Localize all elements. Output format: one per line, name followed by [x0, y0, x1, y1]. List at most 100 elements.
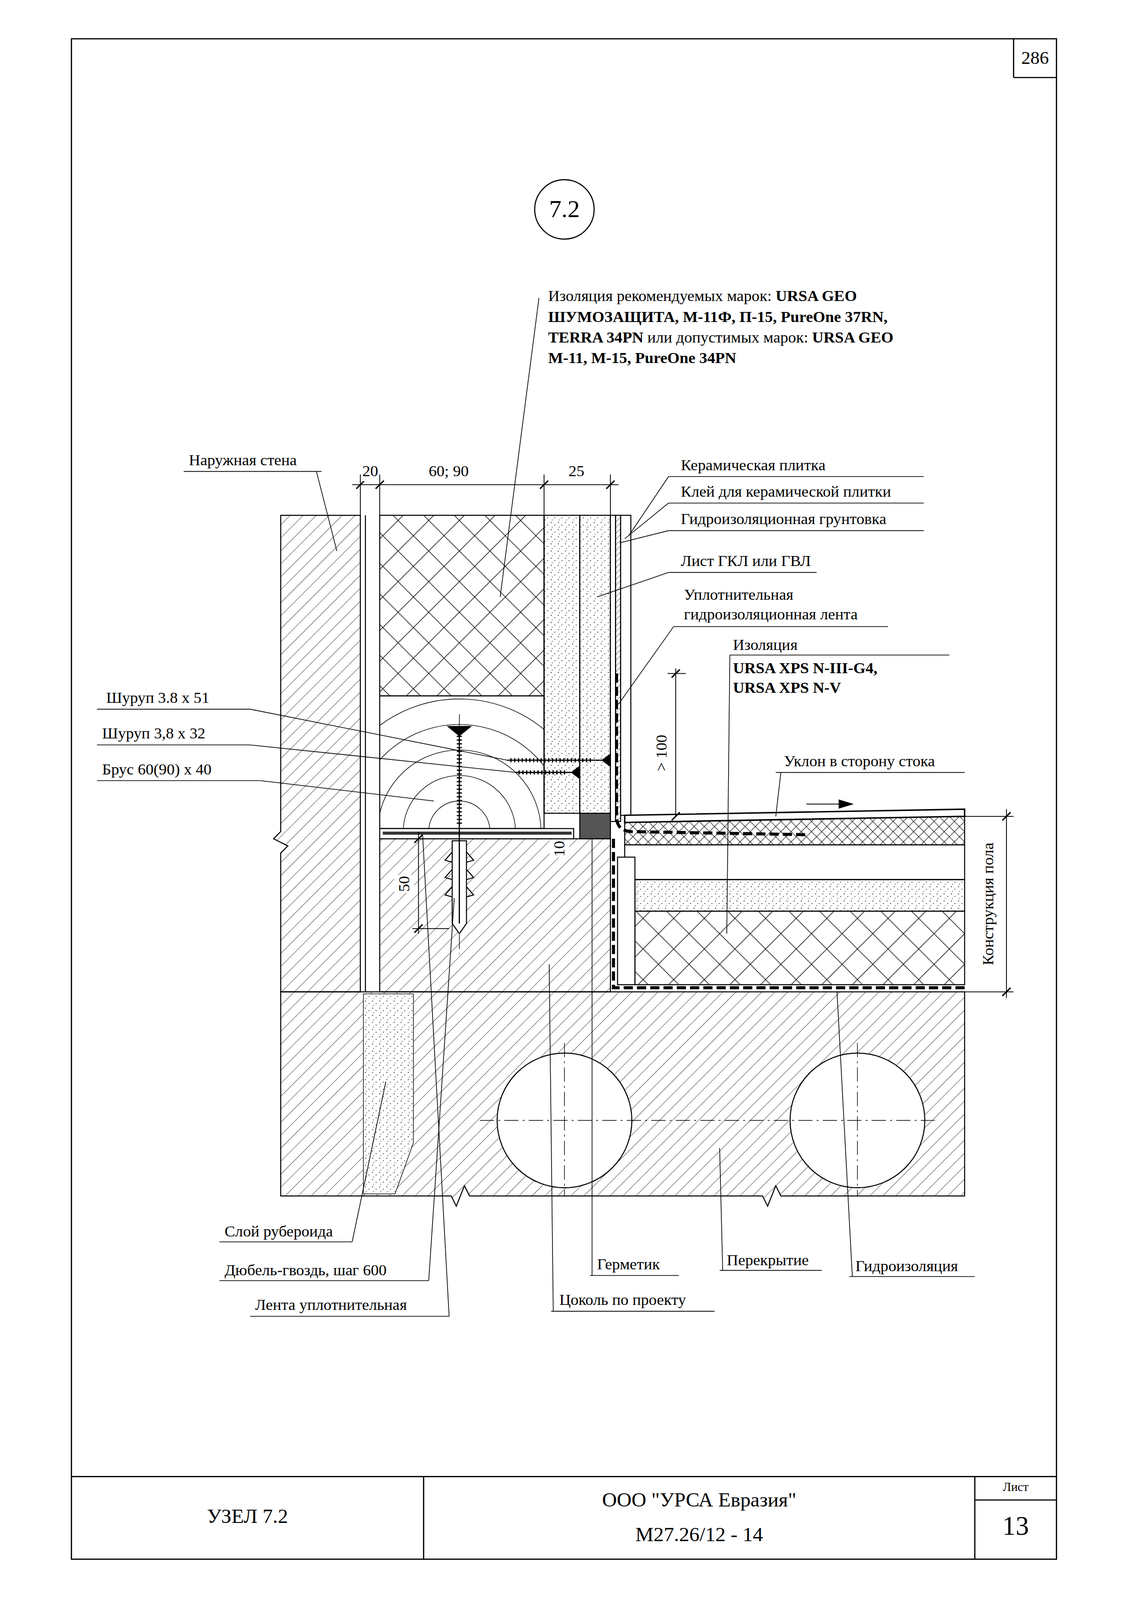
leader-lines — [97, 708, 251, 710]
slab-section — [564, 1042, 565, 1197]
dimension-lines — [675, 668, 677, 817]
dimension-label: 25 — [568, 461, 585, 481]
dimension-lines — [356, 480, 615, 490]
dimension-label: > 100 — [651, 734, 672, 773]
layer-label: Клей для керамической плитки — [680, 481, 892, 502]
slope-note: Уклон в сторону стока — [783, 751, 935, 772]
leader-lines — [668, 476, 924, 478]
insulation-note: или — [647, 328, 673, 346]
fasteners — [515, 771, 580, 774]
leader-lines — [428, 898, 455, 1282]
fasteners — [458, 714, 460, 955]
sheet-frame — [1013, 77, 1057, 79]
dimension-lines — [1002, 812, 1011, 997]
part-label: Гидроизоляция — [855, 1256, 959, 1277]
part-label: Цоколь по проекту — [559, 1290, 687, 1310]
fasteners — [602, 754, 611, 767]
leader-lines — [549, 964, 554, 1312]
leader-lines — [668, 502, 924, 504]
exterior-wall — [273, 515, 366, 993]
fasteners — [507, 759, 611, 761]
node-text: ООО "УРСА Евразия" — [423, 1488, 975, 1513]
leader-lines — [250, 1316, 449, 1318]
leader-lines — [849, 1276, 975, 1278]
part-label: Герметик — [597, 1254, 660, 1275]
wall-insulation — [379, 515, 544, 697]
leader-lines — [589, 1275, 679, 1277]
sheet-frame — [974, 1499, 1057, 1502]
leader-lines — [260, 780, 434, 802]
leader-lines — [719, 1148, 723, 1271]
layer-label: Гидроизоляционная грунтовка — [680, 509, 887, 529]
title-cell: ООО "УРСА Евразия"М27.26/12 - 14 — [423, 1476, 975, 1560]
slab-section — [479, 1042, 940, 1197]
node-text: 286 — [1013, 46, 1057, 69]
part-label: Брус 60(90) x 40 — [102, 759, 212, 780]
part-label: Слой рубероида — [224, 1221, 333, 1242]
dimension-lines — [671, 669, 680, 821]
node-text: УЗЕЛ 7.2 — [71, 1504, 424, 1530]
dimension-lines — [417, 831, 419, 934]
leader-lines — [219, 1241, 353, 1243]
sheet-frame — [71, 1476, 1057, 1478]
timber-beam — [382, 831, 572, 835]
layer-label: Керамическая плитка — [680, 455, 826, 475]
sheet-frame — [974, 1476, 976, 1560]
floor-layers — [635, 911, 965, 986]
wall-insulation — [379, 515, 544, 697]
leader-lines — [668, 572, 817, 574]
leader-lines — [250, 709, 508, 761]
slab-section — [857, 1042, 858, 1197]
part-label: Лента уплотнительная — [255, 1295, 407, 1315]
dimension-lines — [543, 474, 545, 516]
timber-beam — [379, 699, 544, 829]
dimension-label: 20 — [362, 461, 379, 481]
fasteners — [571, 766, 580, 779]
dimension-lines — [1005, 809, 1007, 999]
waterproofing-tape — [613, 673, 965, 989]
gypsum-board — [579, 515, 611, 814]
dimension-lines — [352, 484, 619, 486]
insulation-note: допустимых марок: — [676, 328, 808, 346]
slab-section — [479, 1120, 940, 1121]
slab-section — [363, 994, 414, 1195]
leader-lines — [597, 572, 669, 598]
leader-lines — [719, 1270, 822, 1272]
floor-layers — [624, 844, 965, 880]
dimension-label: 10 — [549, 840, 569, 859]
node-text: 7.2 — [533, 194, 595, 224]
leader-lines — [775, 772, 965, 774]
leader-lines — [619, 530, 669, 543]
dimension-lines — [414, 834, 423, 933]
leader-lines — [422, 834, 449, 1317]
leader-lines — [500, 297, 539, 598]
leader-lines — [219, 1280, 429, 1282]
leader-lines — [726, 655, 730, 934]
plinth — [379, 839, 611, 993]
leader-lines — [591, 839, 593, 1277]
leader-lines — [668, 530, 924, 532]
sheet-frame — [1012, 38, 1015, 78]
plinth — [379, 839, 611, 993]
fasteners — [456, 735, 462, 825]
leader-lines — [775, 772, 781, 817]
gypsum-board — [610, 515, 616, 822]
leader-lines — [673, 626, 889, 628]
timber-beam — [379, 696, 544, 829]
slab-section — [363, 994, 414, 1195]
fasteners — [444, 714, 610, 955]
gypsum-board — [544, 515, 580, 814]
gypsum-board — [620, 515, 631, 816]
part-label: Наружная стена — [188, 450, 297, 470]
floor-layers — [635, 880, 965, 912]
exterior-wall — [364, 515, 366, 993]
leader-lines — [250, 745, 516, 773]
leader-lines — [624, 503, 669, 539]
gypsum-board — [579, 813, 611, 840]
part-label: Шуруп 3.8 x 51 — [106, 687, 210, 708]
waterproofing-tape — [613, 839, 965, 989]
floor-layers — [617, 857, 636, 986]
leader-lines — [729, 655, 950, 657]
